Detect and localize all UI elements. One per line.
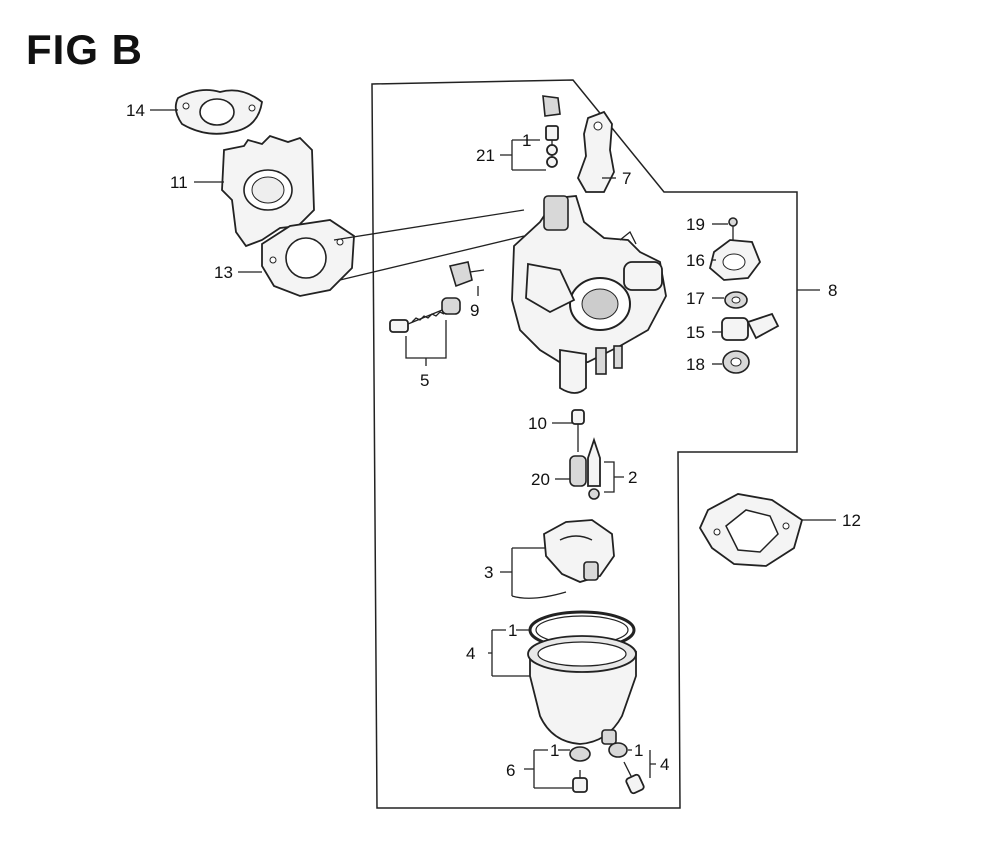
callout-12: 12 bbox=[842, 511, 861, 530]
callout-9: 9 bbox=[470, 301, 479, 320]
part-4b-bolt bbox=[608, 742, 645, 795]
callout-11: 11 bbox=[170, 173, 188, 192]
callout-17: 17 bbox=[686, 289, 705, 308]
part-10-needle bbox=[571, 409, 585, 452]
part-20-jet bbox=[569, 455, 587, 487]
part-13-gasket bbox=[261, 219, 355, 297]
part-21-screw bbox=[542, 95, 561, 168]
callout-7: 7 bbox=[622, 169, 631, 188]
part-14-gasket bbox=[174, 89, 263, 135]
callout-21: 21 bbox=[476, 146, 495, 165]
gasket-13-to-carb-line-2 bbox=[339, 235, 525, 281]
callout-4: 4 bbox=[466, 644, 475, 663]
callout-3: 3 bbox=[484, 563, 493, 582]
callout-16: 16 bbox=[686, 251, 705, 270]
callout-2: 2 bbox=[628, 468, 637, 487]
callout-4b: 4 bbox=[660, 755, 669, 774]
callout-21-sub-1: 1 bbox=[522, 131, 531, 150]
part-3-float bbox=[511, 519, 615, 599]
part-9-screw-cap bbox=[448, 261, 485, 288]
callout-6-sub-1: 1 bbox=[550, 741, 559, 760]
callout-4-sub-1: 1 bbox=[508, 621, 517, 640]
part-6-drain-screw bbox=[569, 746, 591, 793]
part-7-bracket bbox=[577, 110, 615, 193]
callout-5: 5 bbox=[420, 371, 429, 390]
callout-4b-sub-1: 1 bbox=[634, 741, 643, 760]
callout-18: 18 bbox=[686, 355, 705, 374]
callout-15: 15 bbox=[686, 323, 705, 342]
callout-19: 19 bbox=[686, 215, 705, 234]
part-5-pilot-screw bbox=[389, 297, 461, 333]
callout-8: 8 bbox=[828, 281, 837, 300]
figure-title: FIG B bbox=[26, 26, 143, 73]
part-17-seal bbox=[724, 291, 748, 309]
part-2-jet-assembly bbox=[587, 437, 601, 500]
part-19-screw bbox=[728, 217, 738, 240]
part-18-collar bbox=[722, 350, 750, 374]
part-16-plate bbox=[708, 239, 762, 281]
callout-20: 20 bbox=[531, 470, 550, 489]
gasket-13-to-carb-line bbox=[333, 209, 525, 241]
callout-14: 14 bbox=[126, 101, 145, 120]
part-11-insulator bbox=[221, 134, 315, 248]
callout-13: 13 bbox=[214, 263, 233, 282]
callout-6: 6 bbox=[506, 761, 515, 780]
part-12-gasket bbox=[698, 493, 804, 567]
carburetor-body bbox=[511, 195, 667, 394]
callout-10: 10 bbox=[528, 414, 547, 433]
part-15-lever bbox=[721, 312, 780, 341]
part-4-float-bowl bbox=[527, 610, 637, 745]
